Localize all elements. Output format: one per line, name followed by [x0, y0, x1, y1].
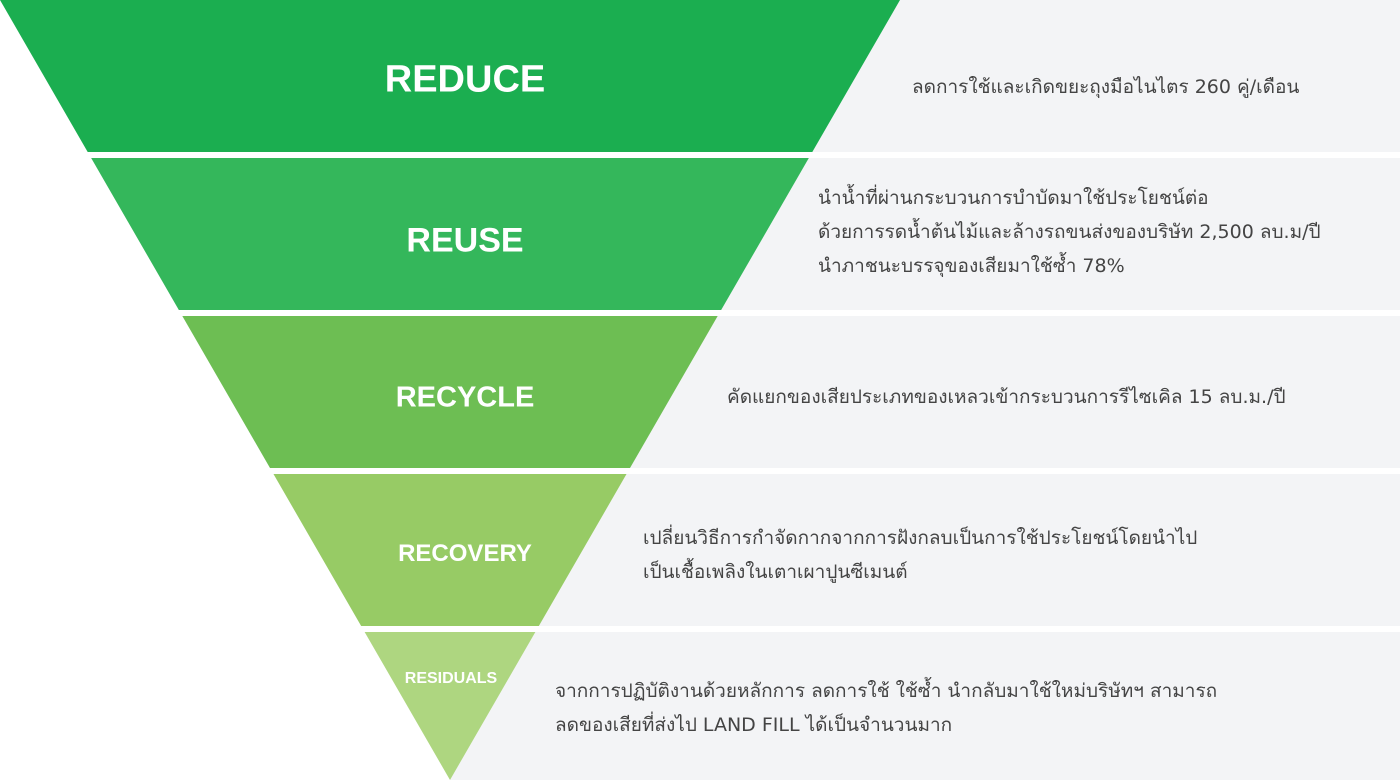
level-label-recovery: RECOVERY [398, 540, 532, 567]
level-label-reduce: REDUCE [384, 58, 546, 101]
band-background-residuals [450, 632, 1400, 780]
description-line: นำน้ำที่ผ่านกระบวนการบำบัดมาใช้ประโยชน์ต… [818, 187, 1209, 209]
level-description-reduce: ลดการใช้และเกิดขยะถุงมือไนไตร 260 คู่/เด… [912, 70, 1299, 104]
pyramid-level-reduce [0, 0, 900, 152]
description-line: เป็นเชื้อเพลิงในเตาเผาปูนซีเมนต์ [643, 561, 908, 583]
description-line: จากการปฏิบัติงานด้วยหลักการ ลดการใช้ ใช้… [555, 680, 1218, 702]
band-background-recovery [538, 474, 1400, 626]
level-description-residuals: จากการปฏิบัติงานด้วยหลักการ ลดการใช้ ใช้… [555, 674, 1217, 742]
description-line: ลดการใช้และเกิดขยะถุงมือไนไตร 260 คู่/เด… [912, 76, 1300, 98]
level-description-reuse: นำน้ำที่ผ่านกระบวนการบำบัดมาใช้ประโยชน์ต… [818, 181, 1321, 283]
band-background-recycle [630, 316, 1400, 468]
level-label-recycle: RECYCLE [395, 381, 535, 414]
band-background-reduce [812, 0, 1400, 152]
description-line: เปลี่ยนวิธีการกำจัดกากจากการฝังกลบเป็นกา… [643, 527, 1198, 549]
band-background-reuse [721, 158, 1400, 310]
description-line: คัดแยกของเสียประเภทของเหลวเข้ากระบวนการร… [727, 386, 1286, 408]
pyramid-level-recovery [273, 474, 627, 626]
description-line: ลดของเสียที่ส่งไป LAND FILL ได้เป็นจำนวน… [555, 714, 953, 736]
pyramid-level-recycle [182, 316, 718, 468]
level-label-reuse: REUSE [406, 221, 524, 260]
level-description-recovery: เปลี่ยนวิธีการกำจัดกากจากการฝังกลบเป็นกา… [643, 521, 1197, 589]
description-line: ด้วยการรดน้ำต้นไม้และล้างรถขนส่งของบริษั… [818, 221, 1321, 243]
pyramid-level-residuals [364, 632, 536, 780]
pyramid-level-reuse [91, 158, 809, 310]
level-description-recycle: คัดแยกของเสียประเภทของเหลวเข้ากระบวนการร… [727, 380, 1286, 414]
description-line: นำภาชนะบรรจุของเสียมาใช้ซ้ำ 78% [818, 255, 1125, 277]
level-label-residuals: RESIDUALS [404, 670, 498, 687]
